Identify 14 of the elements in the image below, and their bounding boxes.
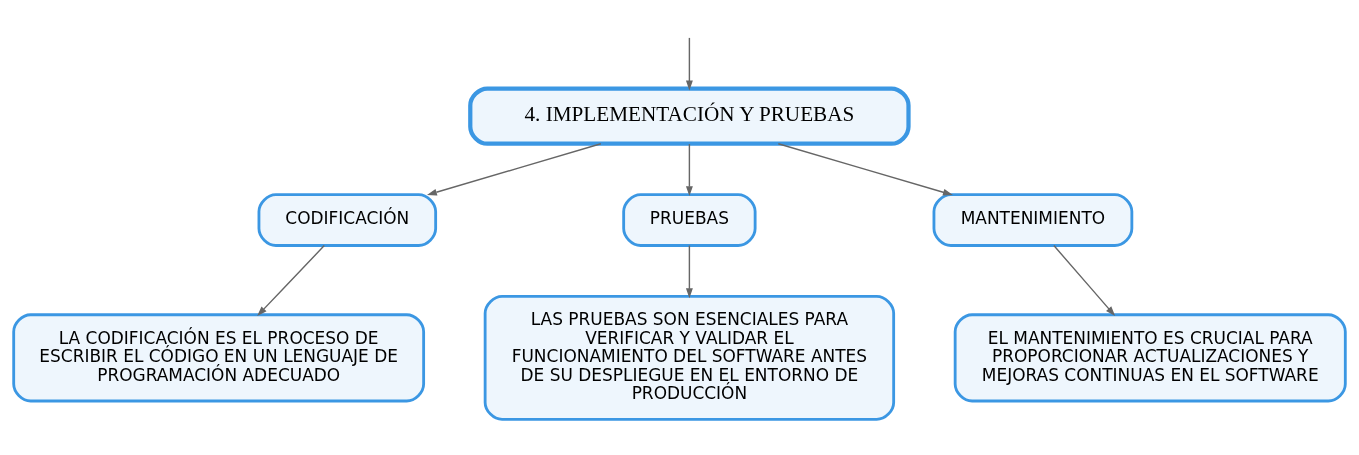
arrow [685,36,693,90]
node-box: 4. IMPLEMENTACIÓN Y PRUEBAS [468,85,911,146]
arrow [426,142,602,196]
node-box: LA CODIFICACIÓN ES EL PROCESO DE ESCRIBIR EL CÓDIGO EN UN LENGUAJE DE PROGRAMACIÓN ADECUADO [12,312,426,402]
node-box: MANTENIMIENTO [932,192,1134,247]
arrow [257,244,325,316]
node-box: LAS PRUEBAS SON ESENCIALES PARA VERIFICAR Y VALIDAR EL FUNCIONAMIENTO DEL SOFTWARE ANTES DE SU DESPLIEGUE EN EL ENTORNO DE PRODUCCIÓN [483,294,896,421]
arrow [685,142,693,196]
arrow [777,142,953,196]
node-box: PRUEBAS [622,192,757,247]
arrow [685,244,693,298]
node-box: CODIFICACIÓN [257,192,438,247]
node-box: EL MANTENIMIENTO ES CRUCIAL PARA PROPORCIONAR ACTUALIZACIONES Y MEJORAS CONTINUAS EN EL SOFTWARE [953,312,1347,402]
arrow [1053,244,1116,316]
